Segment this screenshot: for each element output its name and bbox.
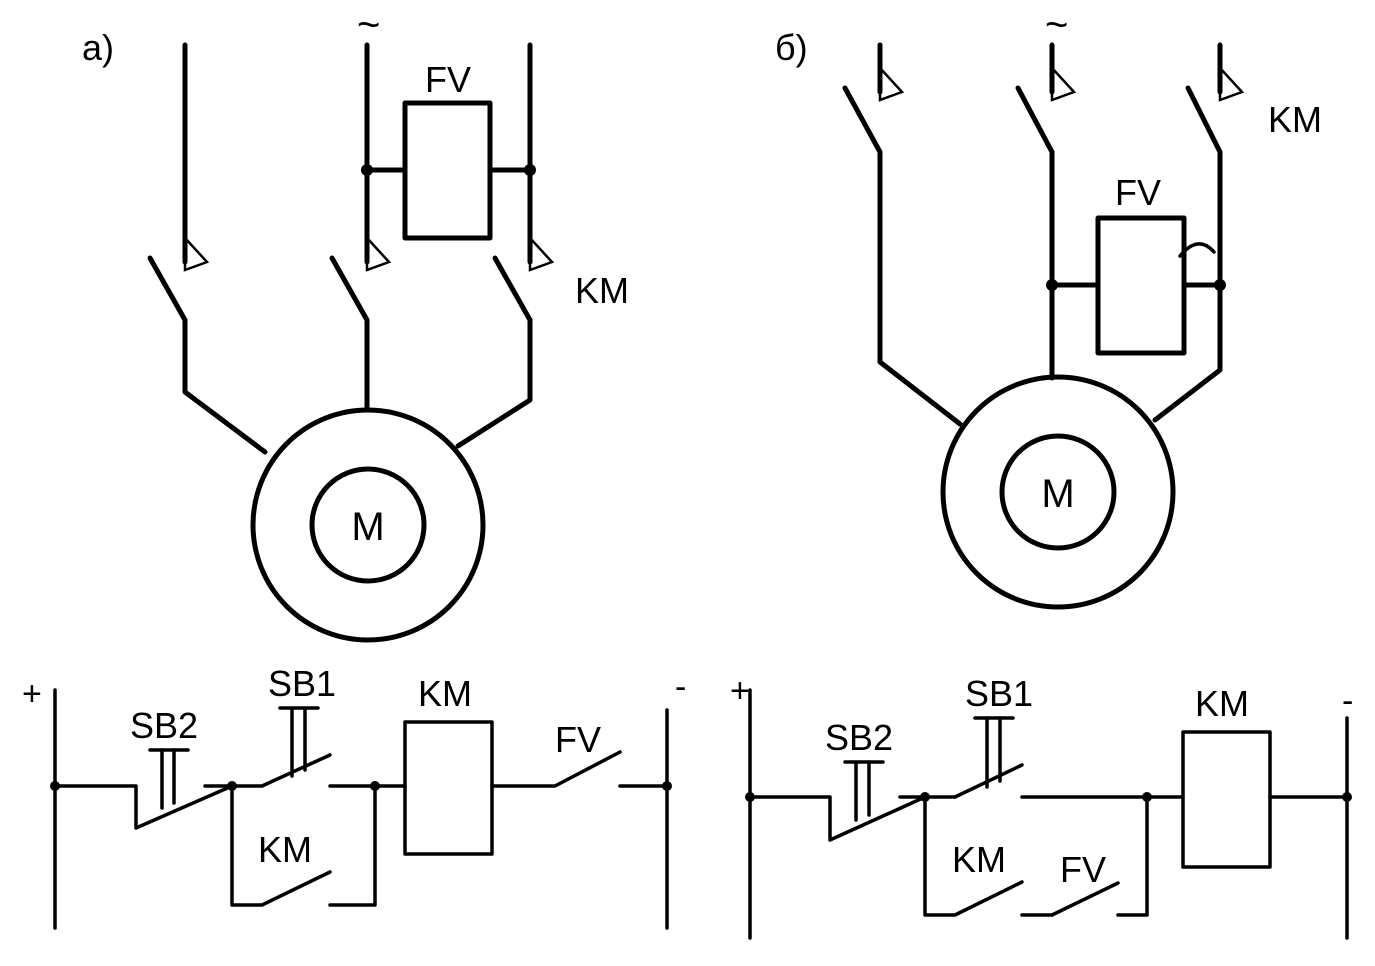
fv-contact-label-a: FV — [555, 719, 601, 760]
motor-lead-a3 — [455, 317, 533, 449]
junction-dot — [361, 164, 373, 176]
motor-lead-b3 — [1152, 149, 1223, 423]
km-main-contact-a2 — [329, 234, 392, 323]
km-label-a-holding: KM — [258, 829, 312, 870]
fv-label-a: FV — [425, 59, 471, 100]
fv-relay-b — [1095, 215, 1187, 356]
junction-dot — [524, 164, 536, 176]
sb2-stop-button-a — [53, 748, 234, 830]
km-main-contact-b3 — [1185, 64, 1245, 155]
junction-dot — [1046, 279, 1058, 291]
fv-contact-a — [490, 750, 669, 788]
motor-outer-a — [250, 407, 486, 643]
km-coil-b — [1181, 730, 1272, 869]
km-coil-label-b: KM — [1195, 683, 1249, 724]
sb1-start-button-b — [923, 716, 1149, 799]
fv-label-b: FV — [1115, 172, 1161, 213]
km-coil-label-a: KM — [418, 673, 472, 714]
motor-label-a: M — [351, 505, 384, 549]
motor-label-b: M — [1041, 472, 1074, 516]
panel-b-control-circuit: + - SB2 SB1 KM — [730, 672, 1353, 940]
km-main-contact-b1 — [842, 64, 905, 155]
km-label-b-power: KM — [1268, 99, 1322, 140]
sb2-label-a: SB2 — [130, 705, 198, 746]
fv-arrester-a — [402, 100, 493, 241]
panel-b-ac-symbol: ~ — [1045, 3, 1068, 47]
panel-a-control-circuit: + - SB2 SB1 KM — [22, 663, 686, 930]
sb2-label-b: SB2 — [825, 717, 893, 758]
km-coil-a — [403, 720, 494, 856]
km-holding-contact-b — [923, 795, 1054, 917]
plus-sign-b: + — [730, 672, 750, 710]
motor-outer-b — [940, 374, 1176, 610]
km-main-contact-a3 — [492, 234, 555, 323]
panel-a-ac-symbol: ~ — [357, 3, 380, 47]
minus-sign-b: - — [1342, 682, 1353, 720]
motor-inner-a — [309, 466, 427, 584]
km-holding-contact-a — [230, 784, 377, 907]
panel-a-label: а) — [82, 27, 114, 68]
junction-dot — [1214, 279, 1226, 291]
panel-b-label: б) — [775, 27, 808, 68]
motor-lead-b1 — [877, 149, 963, 427]
motor-inner-b — [999, 433, 1117, 551]
sb1-start-button-a — [230, 706, 377, 788]
panel-a-power-circuit: а) ~ FV KM M — [82, 3, 629, 643]
sb1-label-b: SB1 — [965, 673, 1033, 714]
sb1-label-a: SB1 — [268, 663, 336, 704]
plus-sign-a: + — [22, 675, 42, 713]
panel-b-power-circuit: б) ~ KM FV M — [775, 3, 1322, 610]
motor-lead-a1 — [182, 317, 268, 455]
fv-contact-b — [1050, 795, 1149, 917]
km-main-contact-a1 — [147, 234, 210, 323]
sb2-stop-button-b — [748, 760, 927, 842]
km-label-b-holding: KM — [952, 839, 1006, 880]
fv-relay-b-marker — [1178, 242, 1216, 258]
fv-contact-label-b: FV — [1060, 849, 1106, 890]
km-main-contact-b2 — [1015, 64, 1077, 155]
minus-sign-a: - — [675, 668, 686, 706]
km-label-a-power: KM — [575, 270, 629, 311]
